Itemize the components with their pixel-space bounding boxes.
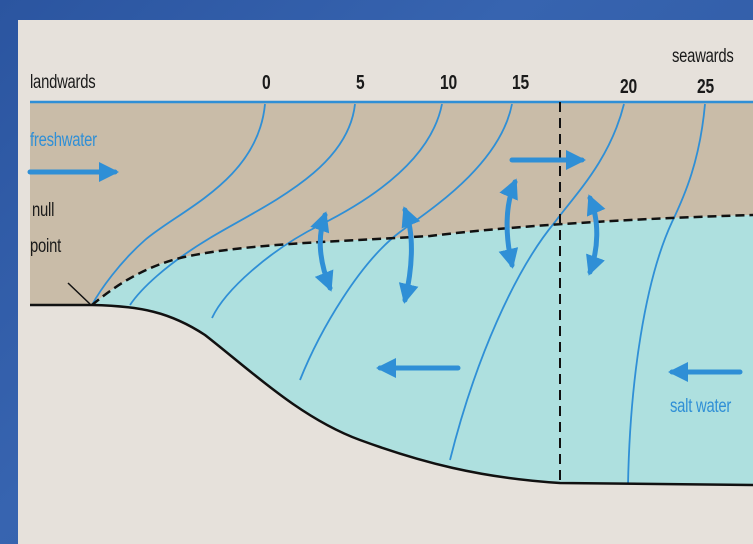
mixing-arrow-3 bbox=[498, 178, 519, 269]
isohaline-5 bbox=[129, 103, 356, 306]
scale-label-5: 5 bbox=[356, 72, 365, 94]
mixing-arrow-4 bbox=[586, 194, 606, 276]
null-point-pointer bbox=[67, 282, 91, 305]
scale-label-0: 0 bbox=[262, 72, 271, 94]
saltwater-zone bbox=[92, 215, 753, 485]
salt-water-label: salt water bbox=[670, 396, 732, 417]
landwards-label: landwards bbox=[30, 72, 96, 93]
null-label: null bbox=[32, 200, 55, 221]
flow-arrows bbox=[27, 150, 743, 382]
point-label: point bbox=[30, 236, 61, 257]
scale-label-25: 25 bbox=[697, 76, 714, 98]
scale-label-20: 20 bbox=[620, 76, 637, 98]
mixing-arrow-1 bbox=[310, 211, 334, 292]
halocline-boundary bbox=[91, 213, 753, 306]
mixing-arrow-2 bbox=[398, 206, 421, 304]
freshwater-label: freshwater bbox=[30, 130, 97, 151]
isohaline-0 bbox=[91, 103, 266, 306]
scale-label-15: 15 bbox=[512, 72, 529, 94]
isohaline-20 bbox=[449, 103, 625, 461]
seawards-label: seawards bbox=[672, 46, 734, 67]
isohaline-25 bbox=[627, 103, 706, 486]
scale-label-10: 10 bbox=[440, 72, 457, 94]
seabed-line bbox=[30, 303, 753, 487]
